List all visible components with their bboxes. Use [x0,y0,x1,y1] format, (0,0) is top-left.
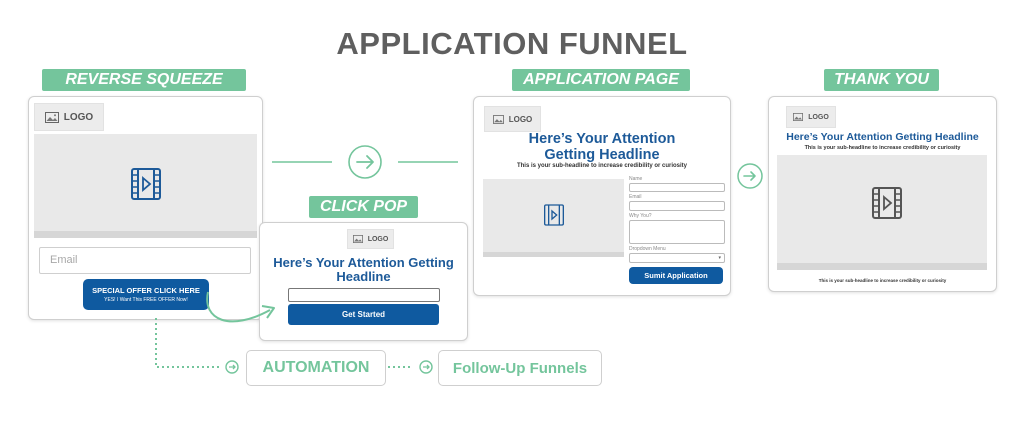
get-started-button[interactable]: Get Started [288,304,439,325]
logo-text: LOGO [508,114,533,124]
arrow-right-circle-icon [348,145,382,179]
video-placeholder[interactable] [34,134,257,231]
reverse-squeeze-tag: REVERSE SQUEEZE PAGE [42,69,246,110]
click-pop-card: LOGO Here’s Your Attention Getting Headl… [259,222,468,341]
email-placeholder: Email [50,254,78,266]
video-controls-bar[interactable] [483,252,624,257]
application-headline: Here’s Your Attention Getting Headline [528,131,676,163]
video-icon [544,204,564,226]
special-offer-button[interactable]: SPECIAL OFFER CLICK HERE YES! I Want Thi… [83,279,209,310]
video-placeholder[interactable] [777,155,987,263]
video-icon [131,168,161,200]
click-pop-arrow [206,291,275,323]
diagram-title: APPLICATION FUNNEL [336,26,688,61]
dropdown-chevron-icon: ▾ [718,255,721,261]
logo-placeholder: LOGO [34,103,104,131]
click-pop-headline: Here’s Your Attention Getting Headline [273,255,454,285]
email-input[interactable]: Email [39,247,251,274]
application-page-tag: APPLICATION PAGE [512,69,690,91]
video-placeholder[interactable] [483,179,624,252]
flow-arrow-2 [737,163,763,189]
followup-funnels-box: Follow-Up Funnels [438,350,602,386]
submit-application-button[interactable]: Sumit Application [629,267,723,284]
name-field[interactable] [629,183,725,192]
thank-you-subheadline: This is your sub-headline to increase cr… [804,145,961,151]
form-label-why: Why You? [629,213,652,219]
flow-arrow-1 [272,145,458,179]
application-subheadline: This is your sub-headline to increase cr… [516,163,688,169]
automation-box: AUTOMATION [246,350,386,386]
arrow-right-circle-icon [419,360,433,374]
video-icon [872,187,902,219]
why-you-textarea[interactable] [629,220,725,244]
click-pop-input[interactable] [288,288,440,302]
click-pop-tag: CLICK POP [309,196,418,218]
image-icon [793,113,804,121]
arrow-right-circle-icon [225,360,239,374]
form-label-email: Email [629,194,642,200]
application-page-card: LOGO Here’s Your Attention Getting Headl… [473,96,731,296]
logo-text: LOGO [63,111,94,123]
automation-connector [155,318,433,374]
logo-placeholder: LOGO [786,106,836,128]
special-offer-label: SPECIAL OFFER CLICK HERE [92,286,200,295]
video-controls-bar[interactable] [34,231,257,238]
form-label-name: Name [629,176,643,182]
thank-you-tag: THANK YOU [824,69,939,91]
special-offer-sublabel: YES! I Want This FREE OFFER Now! [104,297,188,303]
thank-you-card: LOGO Here’s Your Attention Getting Headl… [768,96,997,292]
reverse-squeeze-card: LOGO Email SPECIAL OFFER CLICK HERE YES!… [28,96,263,320]
logo-text: LOGO [808,113,829,121]
image-icon [352,235,363,243]
logo-text: LOGO [367,235,389,243]
thank-you-headline: Here’s Your Attention Getting Headline [786,131,979,143]
arrow-right-circle-icon [737,163,763,189]
video-controls-bar[interactable] [777,263,987,270]
email-field[interactable] [629,201,725,211]
dropdown-select[interactable]: ▾ [629,253,725,263]
image-icon [492,114,504,124]
logo-placeholder: LOGO [484,106,541,132]
form-label-dropdown: Dropdown Menu [629,246,666,252]
thank-you-footer-text: This is your sub-headline to increase cr… [818,278,947,283]
image-icon [44,111,59,123]
logo-placeholder: LOGO [347,229,394,249]
